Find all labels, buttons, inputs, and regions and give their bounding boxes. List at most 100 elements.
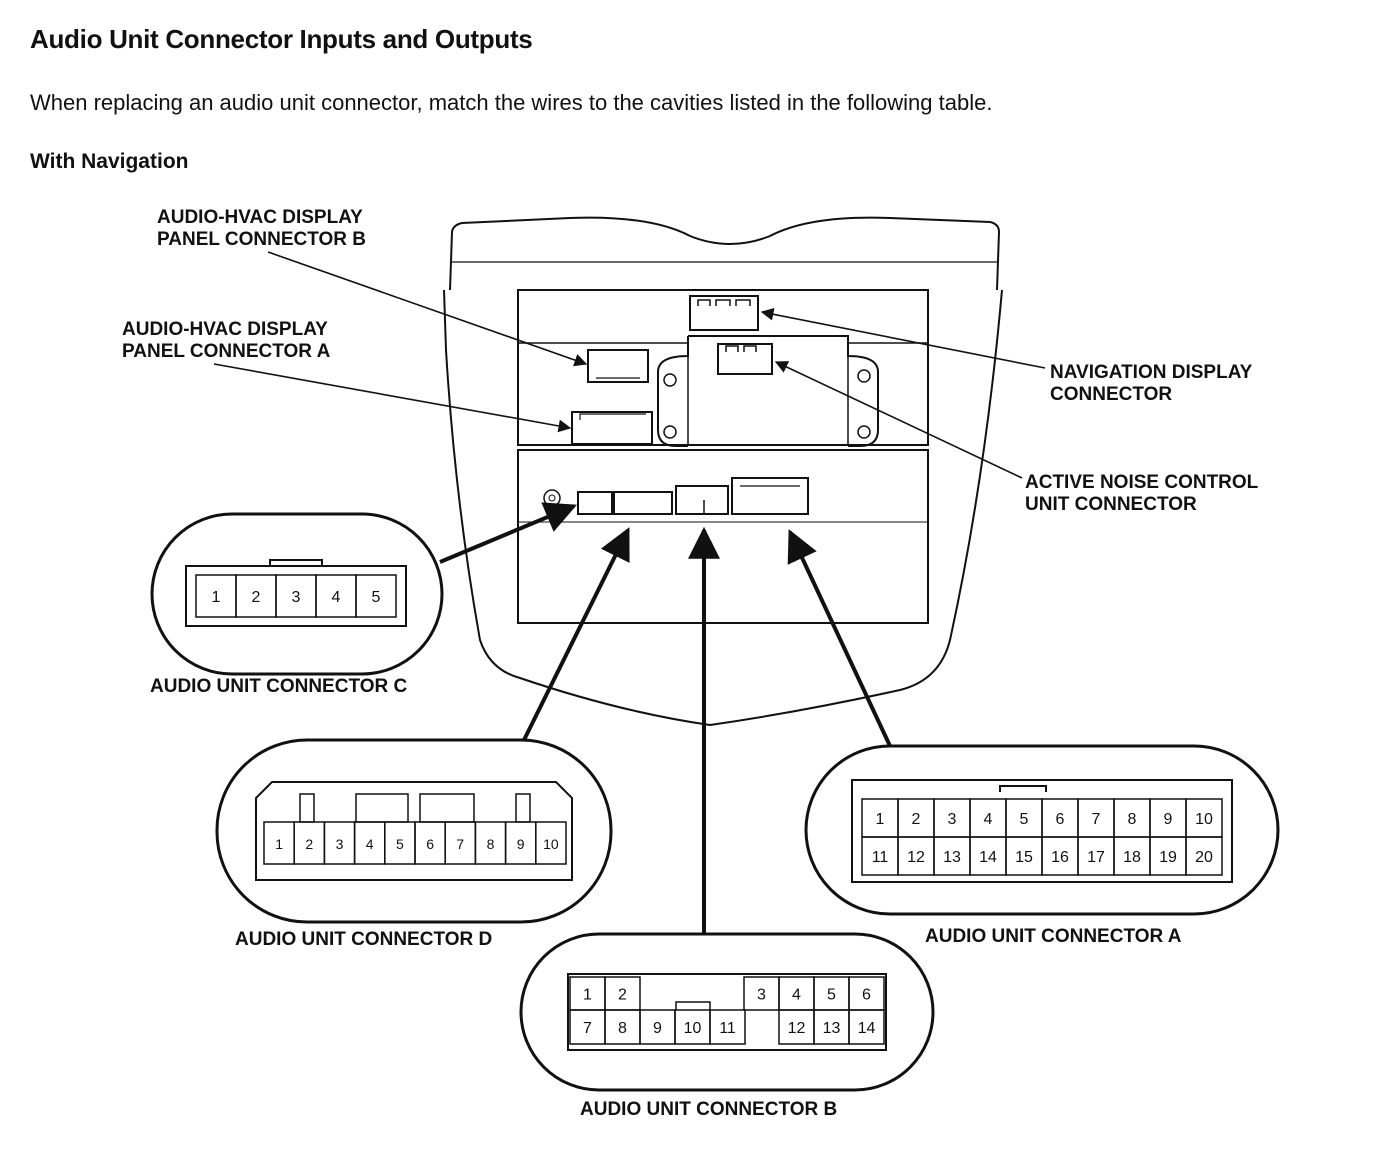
connector-b-pin-6: 6 [848,976,885,1011]
connector-d-label: AUDIO UNIT CONNECTOR D [235,929,492,950]
connector-b-pin-10: 10 [674,1009,711,1045]
nav-display-label-line2: CONNECTOR [1050,384,1172,405]
connector-a-pin-1: 1 [861,798,899,838]
connector-a-pin-17-number: 17 [1087,849,1105,866]
leader-anc [774,361,1023,479]
connector-d-pin-7: 7 [444,821,477,865]
connector-b-pin-3-number: 3 [757,987,766,1004]
connector-b-pin-9: 9 [639,1009,676,1045]
hvac-b-socket [587,349,649,383]
connector-a-pin-16: 16 [1041,836,1079,876]
connector-b-pin-13-number: 13 [823,1020,841,1037]
connector-a-pin-13: 13 [933,836,971,876]
connector-a-pin-11-number: 11 [872,849,889,866]
connector-a-pin-18-number: 18 [1123,849,1141,866]
hvac-b-label-line1: AUDIO-HVAC DISPLAY [157,207,363,228]
connector-a-pin-2-number: 2 [912,811,921,828]
connector-a-pin-17: 17 [1077,836,1115,876]
hvac-a-label-line1: AUDIO-HVAC DISPLAY [122,319,328,340]
connector-d-pin-8-number: 8 [487,836,495,852]
connector-b-pin-10-number: 10 [684,1020,702,1037]
connector-a-pin-12: 12 [897,836,935,876]
anc-label-line2: UNIT CONNECTOR [1025,494,1197,515]
connector-a-pin-9-number: 9 [1164,811,1173,828]
connector-a-pin-9: 9 [1149,798,1187,838]
connector-a-pin-6: 6 [1041,798,1079,838]
connector-d-pin-6-number: 6 [426,836,434,852]
head-unit [517,289,929,624]
connector-a-pin-8: 8 [1113,798,1151,838]
hvac-b-label-line2: PANEL CONNECTOR B [157,229,366,250]
connector-b-pin-1-number: 1 [583,987,592,1004]
connector-d-pin-9: 9 [504,821,537,865]
connector-d-pin-6: 6 [414,821,446,865]
connector-a-pin-15: 15 [1005,836,1043,876]
connector-a-pin-2: 2 [897,798,935,838]
connector-b-pin-12-number: 12 [788,1020,806,1037]
connector-c-pin-5: 5 [355,574,397,618]
connector-d-pin-3-number: 3 [336,836,344,852]
anc-socket [717,343,773,375]
connector-b-pin-3: 3 [743,976,780,1011]
connector-d-pin-2: 2 [293,821,326,865]
connector-a-pin-16-number: 16 [1051,849,1069,866]
connector-d-pin-9-number: 9 [517,836,525,852]
connector-a-pin-4-number: 4 [984,811,993,828]
rear-socket-b [675,485,729,515]
section-heading: With Navigation [30,150,189,173]
connector-c-pin-1: 1 [195,574,237,618]
connector-a-pin-14: 14 [969,836,1007,876]
connector-a-pin-1-number: 1 [876,811,885,828]
connector-b-pin-14-number: 14 [858,1020,876,1037]
connector-b-pin-2: 2 [604,976,641,1011]
connector-a-pin-20-number: 20 [1195,849,1213,866]
rear-socket-d [613,491,673,515]
connector-b-pin-11-number: 11 [719,1020,736,1037]
dash-panel-outline [443,216,1003,727]
connector-a-pin-3: 3 [933,798,971,838]
connector-a-pin-6-number: 6 [1056,811,1065,828]
connector-a-pin-8-number: 8 [1128,811,1137,828]
connector-b-pin-11: 11 [709,1009,746,1045]
connector-b-pin-8-number: 8 [618,1020,627,1037]
connector-a-pin-12-number: 12 [907,849,925,866]
connector-a-label: AUDIO UNIT CONNECTOR A [925,926,1182,947]
connector-b-pin-12: 12 [778,1009,815,1045]
arrow-connector-c [439,502,577,564]
connector-a-pin-10-number: 10 [1195,811,1213,828]
connector-a-pin-19-number: 19 [1159,849,1177,866]
connector-c-pin-2-number: 2 [252,589,261,606]
connector-a-pin-19: 19 [1149,836,1187,876]
rear-socket-c [577,491,613,515]
connector-b-pin-1: 1 [569,976,606,1011]
connector-b-label: AUDIO UNIT CONNECTOR B [580,1099,837,1120]
connector-a-pin-5: 5 [1005,798,1043,838]
connector-c-pin-2: 2 [235,574,277,618]
connector-b-pin-7-number: 7 [583,1020,592,1037]
connector-d-pin-10: 10 [535,821,567,865]
connector-c-pin-3: 3 [275,574,317,618]
connector-d-pin-4-number: 4 [366,836,374,852]
connector-a-pin-18: 18 [1113,836,1151,876]
connector-b-pin-7: 7 [569,1009,606,1045]
connector-a-pin-20: 20 [1185,836,1223,876]
connector-d-pin-10-number: 10 [543,836,559,852]
intro-text: When replacing an audio unit connector, … [30,90,993,115]
connector-b-pin-13: 13 [813,1009,850,1045]
connector-b-pin-2-number: 2 [618,987,627,1004]
connector-b-pin-6-number: 6 [862,987,871,1004]
connector-d-pin-5-number: 5 [396,836,404,852]
connector-c-pin-4-number: 4 [332,589,341,606]
leader-hvac-b [267,251,588,367]
connector-b-pin-4: 4 [778,976,815,1011]
connector-c-pin-4: 4 [315,574,357,618]
leader-nav-display [760,307,1046,369]
connector-d-pin-5: 5 [384,821,416,865]
rear-socket-a [731,477,809,515]
leader-lines [213,251,1046,479]
connector-a-pin-3-number: 3 [948,811,957,828]
connector-b-pin-9-number: 9 [653,1020,662,1037]
